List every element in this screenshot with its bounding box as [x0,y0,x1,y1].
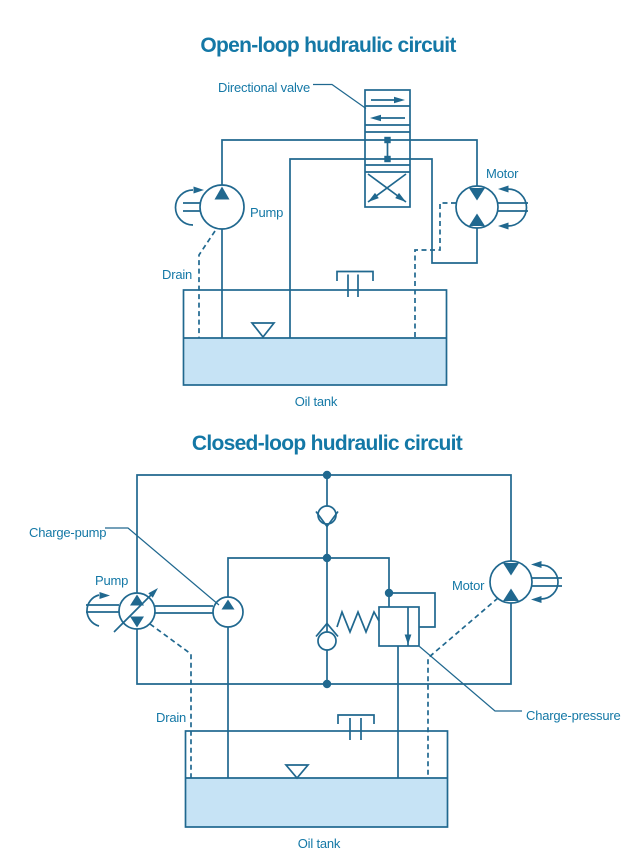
check-valve-lower [315,622,339,651]
breather-icon [336,270,374,297]
rotation-arrow-icon [498,222,509,230]
label-charge-pump: Charge-pump [29,525,106,540]
charge-pump-symbol [155,596,244,628]
label-pump: Pump [250,205,283,220]
junction-dot [322,553,332,563]
leader-line [105,527,220,606]
pump-drain-line [198,230,216,364]
diagram-closed-loop: Closed-loop hudraulic circuit [29,432,621,851]
label-oil-tank: Oil tank [295,394,338,409]
junction-dot [384,588,394,598]
label-motor: Motor [452,578,485,593]
motor-symbol [455,185,528,230]
breather-icon [337,714,375,740]
rotation-arrow-icon [531,561,542,568]
label-pump: Pump [95,573,128,588]
pump-symbol [174,184,245,230]
junction-dot [322,470,332,480]
fluid-level-icon [250,322,276,339]
label-directional-valve: Directional valve [218,80,310,95]
spring-icon [336,609,380,635]
rotation-arrow-icon [531,596,542,603]
label-oil-tank: Oil tank [298,836,341,851]
label-motor: Motor [486,166,519,181]
directional-valve-symbol [364,89,411,208]
diagram-open-loop: Open-loop hudraulic circuit [162,34,528,409]
variable-arrow-icon [148,588,158,598]
fluid-level-icon [284,764,310,780]
motor-drain-line [427,597,499,813]
rotation-arrow-icon [498,185,509,193]
oil-tank [182,270,448,386]
rotation-arrow-icon [99,592,110,599]
label-drain: Drain [162,267,192,282]
rotation-arrow-icon [193,186,204,194]
open-loop-title: Open-loop hudraulic circuit [200,34,456,57]
check-valve-upper [315,505,339,528]
label-charge-pressure: Charge-pressure [526,708,621,723]
pump-symbol [86,588,158,633]
junction-dot [322,679,332,689]
oil-tank [184,714,449,828]
motor-drain-line [414,202,456,358]
leader-line [419,646,522,712]
open-loop-pipes [198,139,478,364]
charge-pressure-valve-symbol [336,606,420,647]
closed-loop-title: Closed-loop hudraulic circuit [192,432,463,455]
label-drain: Drain [156,710,186,725]
leader-line [313,83,367,109]
motor-symbol [489,560,562,604]
